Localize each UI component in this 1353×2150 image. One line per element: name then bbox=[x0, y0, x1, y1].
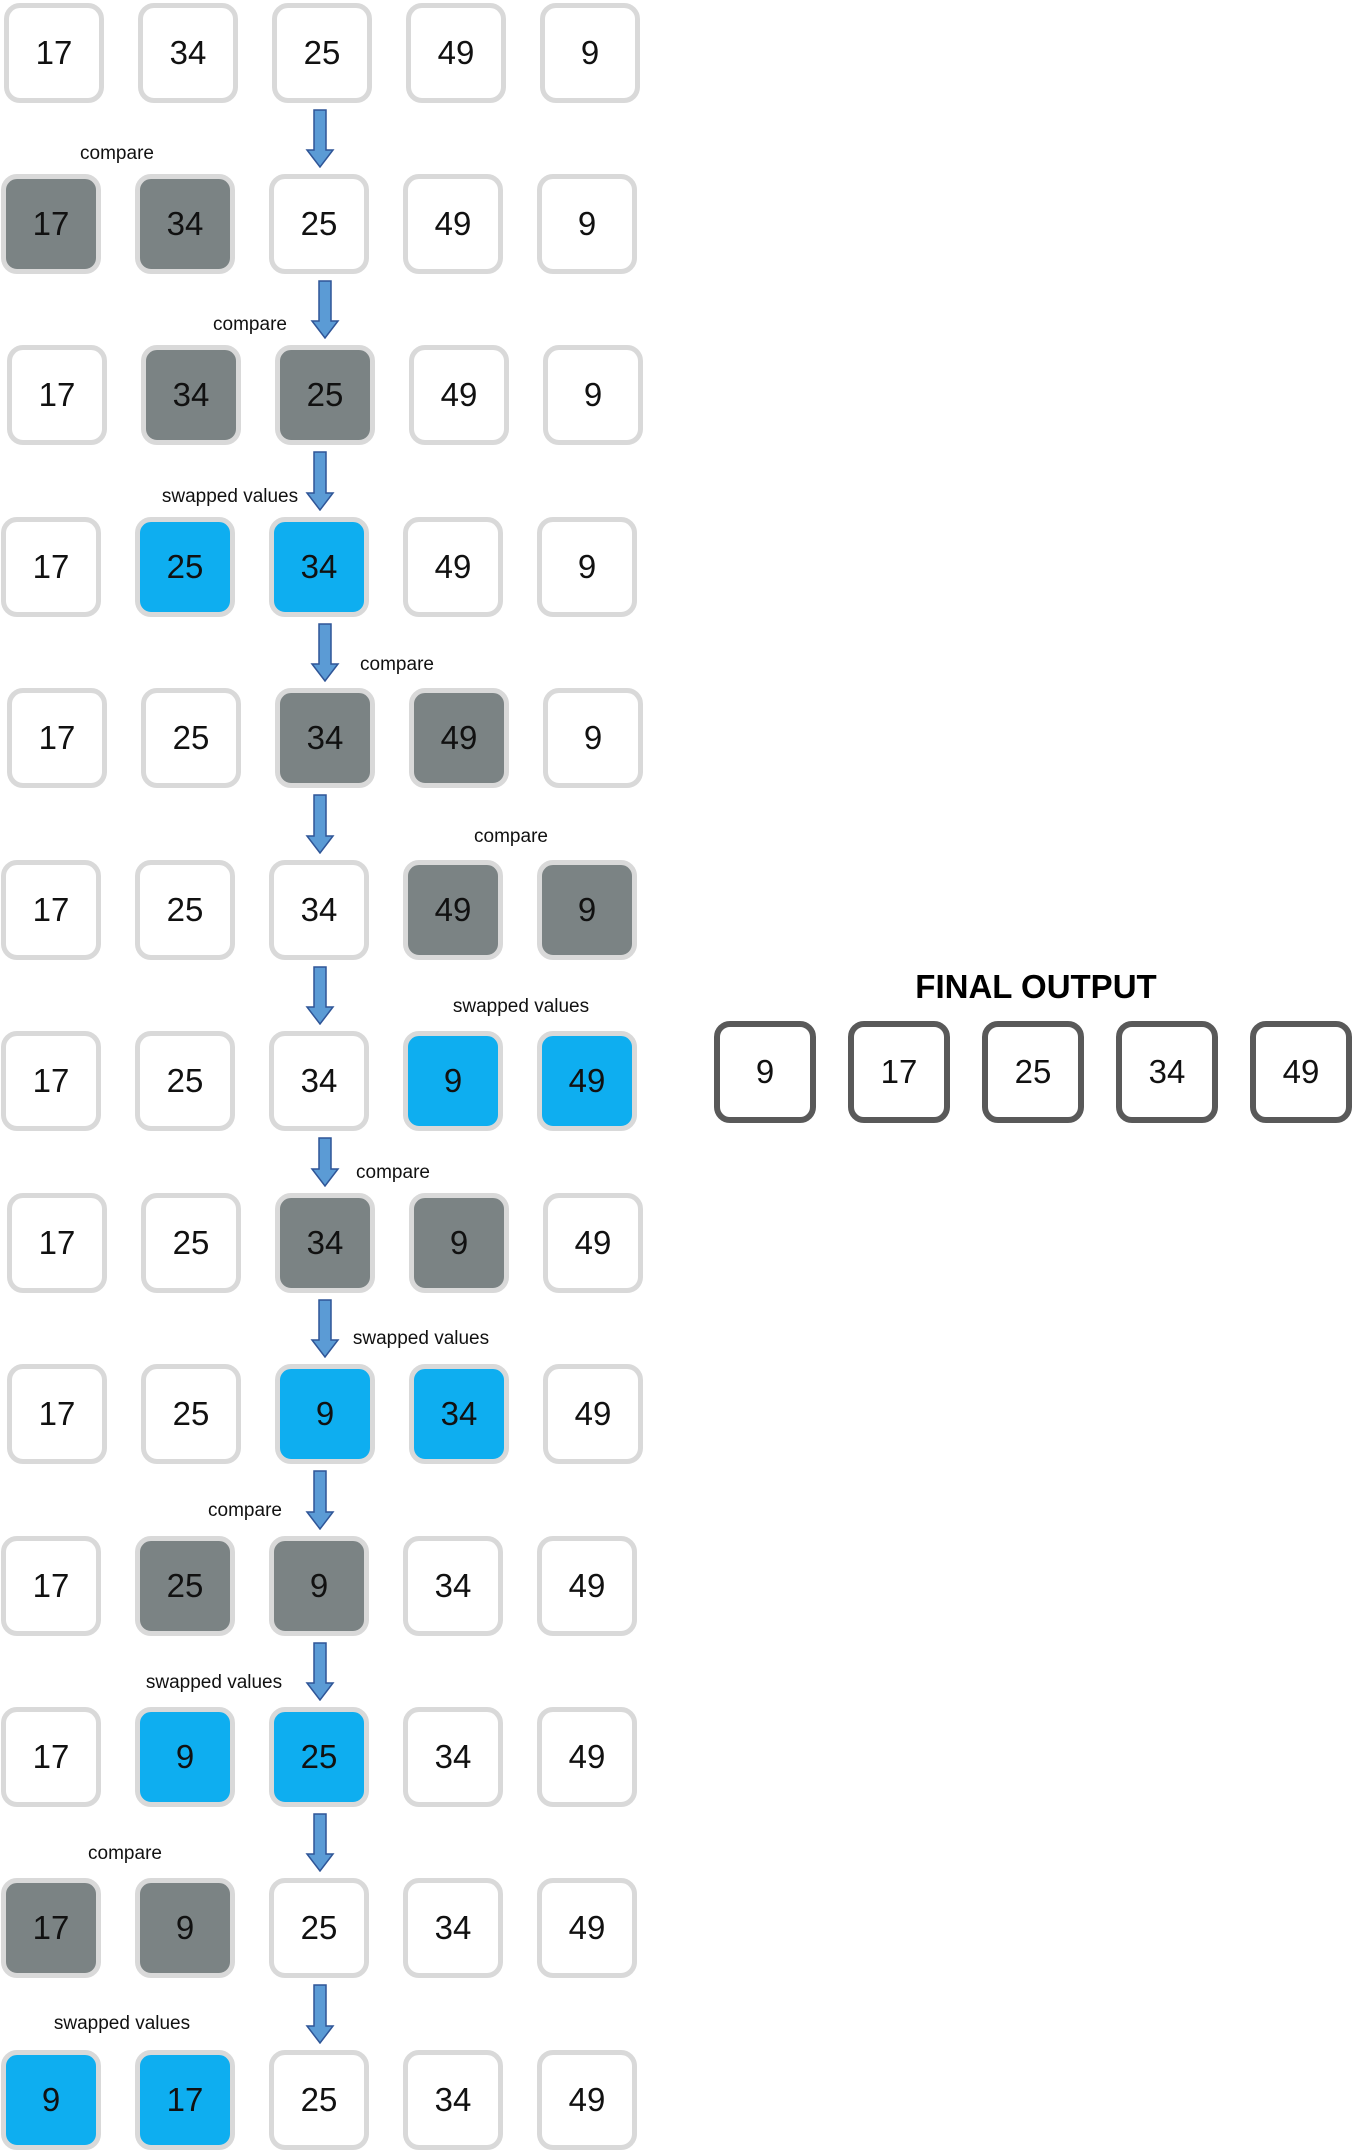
down-arrow-icon bbox=[305, 1813, 335, 1872]
array-cell: 49 bbox=[537, 1031, 637, 1131]
array-cell: 17 bbox=[1, 1878, 101, 1978]
down-arrow-icon bbox=[305, 109, 335, 168]
array-cell: 34 bbox=[269, 517, 369, 617]
array-cell: 34 bbox=[409, 1364, 509, 1464]
array-cell: 25 bbox=[135, 860, 235, 960]
array-cell: 17 bbox=[7, 688, 107, 788]
array-cell: 49 bbox=[537, 2050, 637, 2150]
array-cell: 9 bbox=[543, 688, 643, 788]
array-cell: 17 bbox=[1, 1536, 101, 1636]
final-array-cell: 9 bbox=[714, 1021, 816, 1123]
step-label: swapped values bbox=[161, 486, 299, 507]
array-cell: 9 bbox=[269, 1536, 369, 1636]
array-cell: 34 bbox=[269, 860, 369, 960]
array-cell: 17 bbox=[135, 2050, 235, 2150]
step-label: compare bbox=[208, 1500, 282, 1521]
step-label: compare bbox=[474, 826, 548, 847]
array-cell: 34 bbox=[275, 1193, 375, 1293]
final-array-cell: 17 bbox=[848, 1021, 950, 1123]
array-cell: 17 bbox=[1, 1031, 101, 1131]
array-cell: 17 bbox=[7, 345, 107, 445]
step-label: compare bbox=[356, 1162, 430, 1183]
down-arrow-icon bbox=[305, 1984, 335, 2044]
array-cell: 49 bbox=[537, 1536, 637, 1636]
array-cell: 9 bbox=[135, 1878, 235, 1978]
array-cell: 25 bbox=[141, 1193, 241, 1293]
array-cell: 17 bbox=[1, 174, 101, 274]
final-array-cell: 34 bbox=[1116, 1021, 1218, 1123]
down-arrow-icon bbox=[310, 280, 340, 339]
array-cell: 49 bbox=[537, 1878, 637, 1978]
final-array-cell: 49 bbox=[1250, 1021, 1352, 1123]
array-cell: 17 bbox=[1, 860, 101, 960]
step-label: swapped values bbox=[452, 996, 590, 1017]
array-cell: 9 bbox=[135, 1707, 235, 1807]
array-cell: 25 bbox=[135, 1031, 235, 1131]
array-cell: 25 bbox=[269, 1878, 369, 1978]
array-cell: 25 bbox=[135, 517, 235, 617]
down-arrow-icon bbox=[310, 623, 340, 682]
final-output-title: FINAL OUTPUT bbox=[915, 968, 1157, 1005]
array-cell: 25 bbox=[141, 688, 241, 788]
array-cell: 25 bbox=[275, 345, 375, 445]
step-label: swapped values bbox=[352, 1328, 490, 1349]
step-label: compare bbox=[360, 654, 434, 675]
array-cell: 9 bbox=[537, 174, 637, 274]
array-cell: 34 bbox=[275, 688, 375, 788]
array-cell: 34 bbox=[135, 174, 235, 274]
down-arrow-icon bbox=[310, 1299, 340, 1358]
array-cell: 49 bbox=[543, 1193, 643, 1293]
array-cell: 34 bbox=[403, 2050, 503, 2150]
array-cell: 34 bbox=[141, 345, 241, 445]
array-cell: 49 bbox=[543, 1364, 643, 1464]
down-arrow-icon bbox=[310, 1137, 340, 1187]
array-cell: 9 bbox=[1, 2050, 101, 2150]
array-cell: 49 bbox=[409, 688, 509, 788]
array-cell: 49 bbox=[403, 517, 503, 617]
step-label: swapped values bbox=[53, 2013, 191, 2034]
array-cell: 49 bbox=[409, 345, 509, 445]
array-cell: 49 bbox=[403, 174, 503, 274]
array-cell: 25 bbox=[269, 1707, 369, 1807]
array-cell: 34 bbox=[403, 1878, 503, 1978]
step-label: compare bbox=[88, 1843, 162, 1864]
array-cell: 17 bbox=[4, 3, 104, 103]
array-cell: 25 bbox=[269, 174, 369, 274]
array-cell: 17 bbox=[7, 1193, 107, 1293]
final-array-cell: 25 bbox=[982, 1021, 1084, 1123]
step-label: compare bbox=[80, 143, 154, 164]
down-arrow-icon bbox=[305, 451, 335, 511]
array-cell: 49 bbox=[406, 3, 506, 103]
array-cell: 34 bbox=[403, 1707, 503, 1807]
array-cell: 9 bbox=[275, 1364, 375, 1464]
array-cell: 9 bbox=[409, 1193, 509, 1293]
array-cell: 9 bbox=[537, 517, 637, 617]
array-cell: 17 bbox=[7, 1364, 107, 1464]
array-cell: 17 bbox=[1, 517, 101, 617]
down-arrow-icon bbox=[305, 794, 335, 854]
array-cell: 9 bbox=[537, 860, 637, 960]
array-cell: 34 bbox=[138, 3, 238, 103]
down-arrow-icon bbox=[305, 1470, 335, 1530]
array-cell: 34 bbox=[269, 1031, 369, 1131]
array-cell: 49 bbox=[537, 1707, 637, 1807]
step-label: compare bbox=[213, 314, 287, 335]
array-cell: 25 bbox=[135, 1536, 235, 1636]
array-cell: 25 bbox=[141, 1364, 241, 1464]
array-cell: 17 bbox=[1, 1707, 101, 1807]
array-cell: 9 bbox=[543, 345, 643, 445]
down-arrow-icon bbox=[305, 1642, 335, 1701]
step-label: swapped values bbox=[145, 1672, 283, 1693]
array-cell: 9 bbox=[403, 1031, 503, 1131]
down-arrow-icon bbox=[305, 966, 335, 1025]
array-cell: 25 bbox=[269, 2050, 369, 2150]
array-cell: 34 bbox=[403, 1536, 503, 1636]
array-cell: 25 bbox=[272, 3, 372, 103]
array-cell: 9 bbox=[540, 3, 640, 103]
array-cell: 49 bbox=[403, 860, 503, 960]
